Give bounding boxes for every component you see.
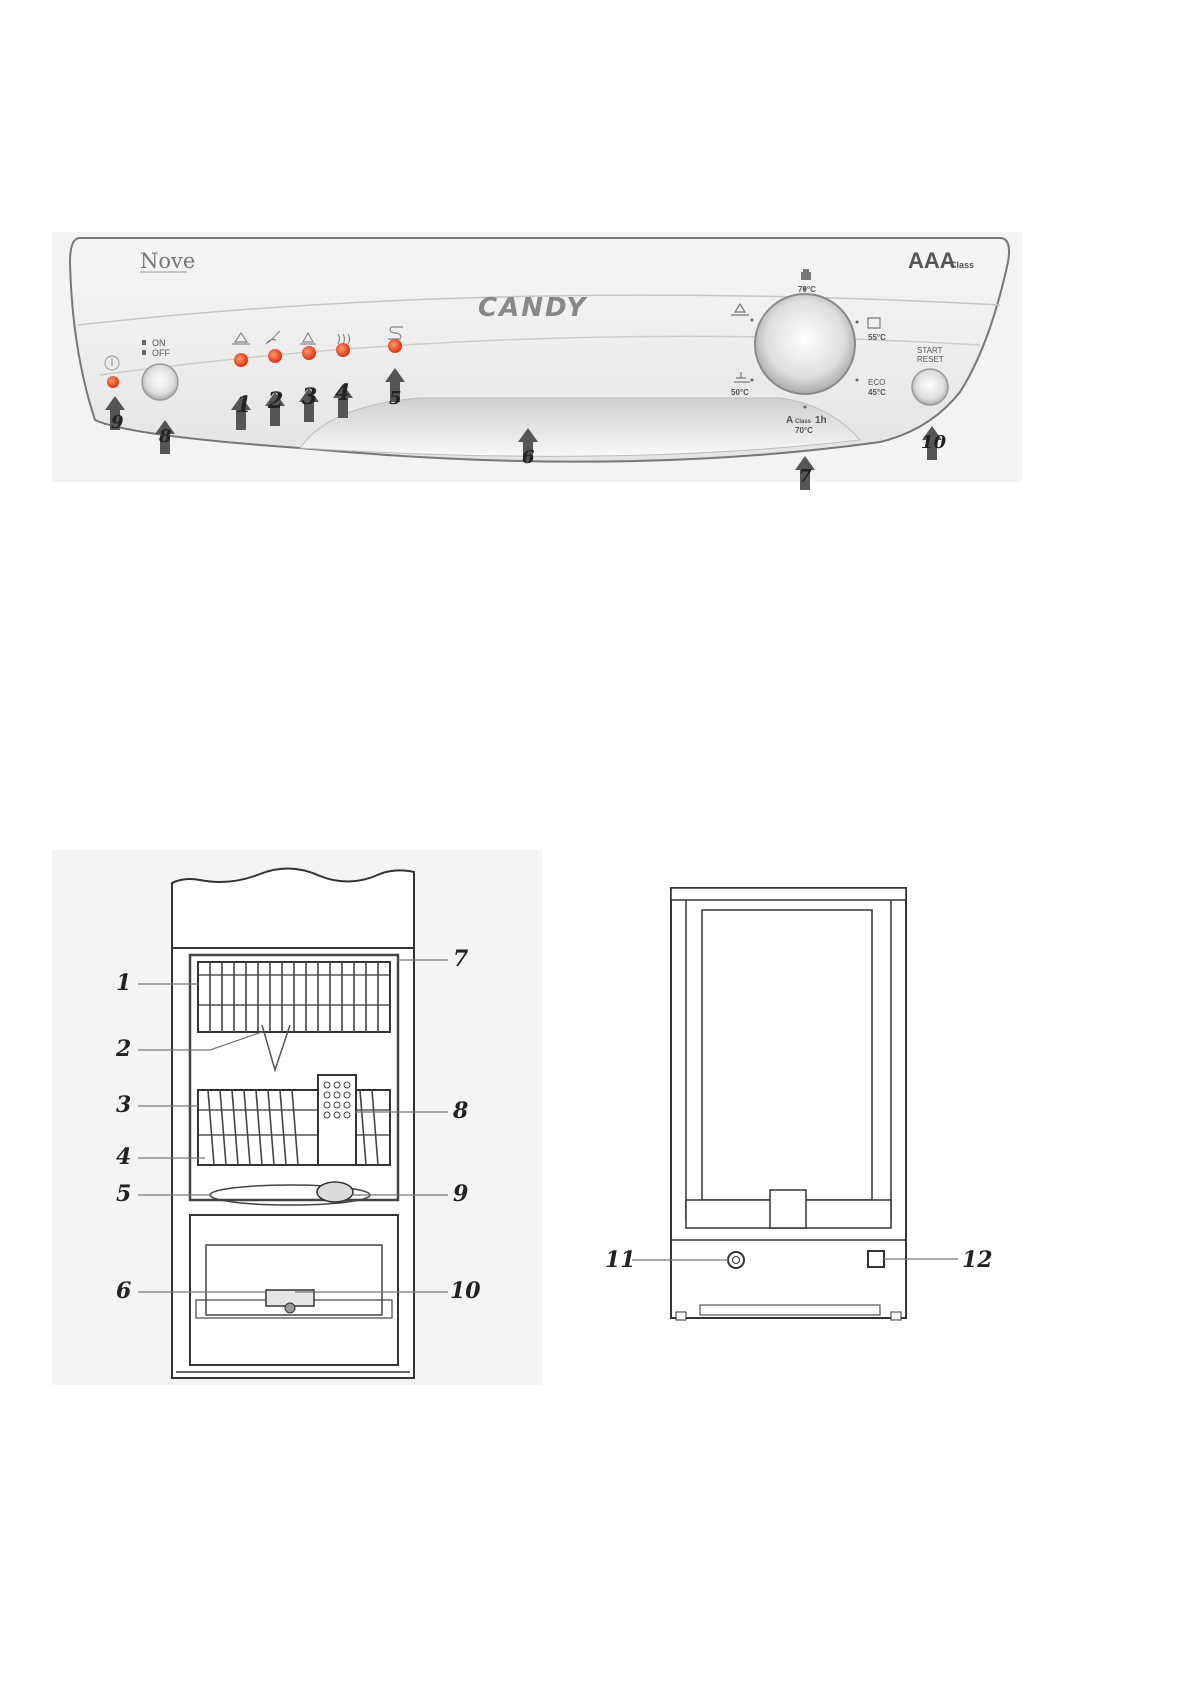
led-4	[336, 343, 350, 357]
callout-rear-11: 11	[605, 1247, 636, 1273]
program-top-temp: 70°C	[798, 285, 816, 294]
lower-basket	[197, 1089, 391, 1166]
cutlery-basket	[317, 1074, 357, 1166]
drain-hose-outlet	[867, 1250, 885, 1268]
power-led	[107, 376, 119, 388]
energy-class-suffix: Class	[950, 260, 974, 270]
rear-top-rail	[670, 887, 907, 901]
program-a-label: A	[786, 415, 793, 426]
start-label: START	[917, 346, 943, 355]
program-dot-right-upper	[855, 320, 859, 324]
filter-assembly	[316, 1181, 354, 1203]
on-label: ON	[152, 338, 166, 348]
water-inlet-inner	[732, 1256, 740, 1264]
callout-front-9: 9	[453, 1181, 468, 1207]
candy-logo: CANDY	[478, 293, 589, 323]
program-a-class: Class	[795, 419, 812, 425]
cutlery-basket-grid	[323, 1081, 351, 1119]
callout-front-1: 1	[116, 970, 131, 996]
callout-front-8: 8	[452, 1098, 468, 1124]
rear-view-diagram: 11 12	[605, 887, 993, 1321]
callout-front-3: 3	[116, 1092, 131, 1118]
callout-panel-2: 2	[267, 388, 283, 414]
start-reset-button[interactable]	[911, 368, 949, 406]
program-a-time: 1h	[815, 415, 827, 426]
salt-icon	[388, 326, 403, 340]
program-dot-left-upper	[750, 318, 754, 322]
program-pan-icon	[867, 317, 881, 329]
callout-panel-8: 8	[158, 426, 172, 447]
program-dot-right-lower	[855, 378, 859, 382]
led-3	[302, 346, 316, 360]
door-inner-panel	[205, 1244, 383, 1316]
rear-foot-left	[675, 1311, 687, 1321]
callout-panel-3: 3	[302, 384, 317, 410]
control-panel: Nove CANDY AAA Class ON OFF 70°C	[52, 232, 1022, 490]
dish-soak-icon	[232, 331, 250, 345]
rinse-aid-dispenser	[284, 1302, 296, 1314]
program-b-icon	[734, 372, 750, 383]
panel-curve-upper	[77, 294, 1001, 326]
upper-spray-arm	[261, 1024, 291, 1073]
off-marker-icon	[142, 350, 146, 355]
program-eco-temp: 45°C	[868, 388, 886, 397]
front-view-diagram: 1 2 3 4 5 6 7 8 9 10	[52, 850, 542, 1385]
callout-panel-7: 7	[799, 466, 812, 487]
callout-front-7: 7	[453, 946, 469, 972]
callout-front-4: 4	[116, 1144, 131, 1170]
nove-logo: Nove	[140, 249, 195, 273]
front-top-panel	[171, 867, 415, 949]
option-symbols	[232, 326, 403, 345]
reset-label: RESET	[917, 355, 944, 364]
program-rinse-icon	[731, 302, 749, 316]
callout-panel-1: 1	[236, 392, 251, 418]
callout-front-10: 10	[450, 1278, 481, 1304]
water-inlet-connector	[727, 1251, 745, 1269]
upper-basket	[197, 961, 391, 1033]
glass-icon	[300, 331, 316, 345]
off-label: OFF	[152, 348, 170, 358]
power-icon	[104, 355, 120, 371]
callout-panel-4: 4	[335, 380, 350, 406]
callout-front-6: 6	[116, 1278, 131, 1304]
program-dot-top	[803, 287, 807, 291]
program-left-lower-temp: 50°C	[731, 388, 749, 397]
callout-panel-5: 5	[389, 388, 402, 409]
front-leader-lines	[138, 959, 448, 1293]
program-a-temp: 70°C	[795, 426, 813, 435]
callout-front-5: 5	[116, 1181, 131, 1207]
callout-panel-6: 6	[522, 447, 535, 468]
program-selector-knob[interactable]	[754, 293, 856, 395]
rear-panel-opening	[701, 909, 873, 1201]
on-off-button[interactable]	[141, 363, 179, 401]
callout-panel-10: 10	[921, 432, 947, 453]
energy-class-logo: AAA	[908, 248, 956, 273]
program-dot-bottom	[803, 405, 807, 409]
rear-base-plate	[699, 1304, 881, 1316]
program-eco-label: ECO	[868, 378, 885, 387]
callout-rear-12: 12	[962, 1247, 993, 1273]
led-2	[268, 349, 282, 363]
program-dot-left-lower	[750, 378, 754, 382]
program-right-upper-temp: 55°C	[868, 333, 886, 342]
callout-front-2: 2	[115, 1036, 131, 1062]
pot-brush-icon	[265, 330, 281, 345]
led-5-salt	[388, 339, 402, 353]
program-pot-icon	[801, 269, 811, 280]
rear-foot-right	[890, 1311, 902, 1321]
led-1	[234, 353, 248, 367]
door-handle-recess[interactable]	[299, 397, 861, 457]
rear-centre-block	[769, 1189, 807, 1229]
on-marker-icon	[142, 340, 146, 345]
callout-panel-9: 9	[111, 412, 124, 433]
